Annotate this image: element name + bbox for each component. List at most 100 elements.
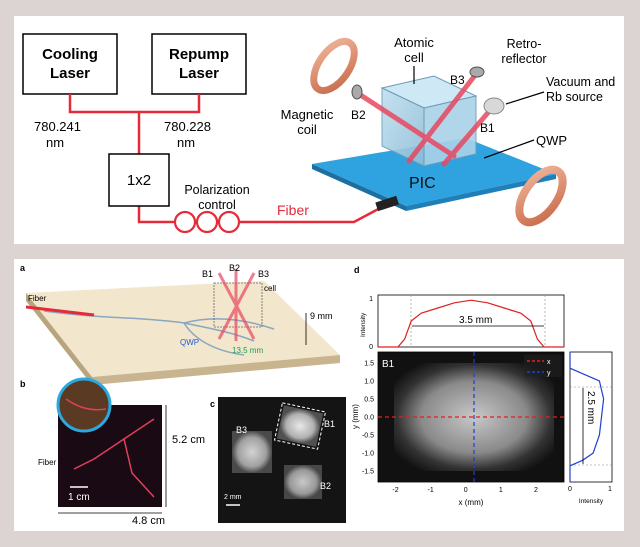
svg-text:1: 1 bbox=[608, 486, 612, 493]
panel-a-cell-label: cell bbox=[264, 284, 276, 293]
panel-c-spot-b2 bbox=[284, 465, 322, 499]
panel-a-fiber-label: Fiber bbox=[28, 294, 47, 303]
beam-b3-label: B3 bbox=[450, 73, 465, 87]
panel-c-b2-label: B2 bbox=[320, 481, 331, 491]
splitter-label: 1x2 bbox=[127, 172, 151, 189]
qwp-arrow bbox=[483, 139, 535, 159]
magnetic-coil-right bbox=[515, 165, 567, 227]
heatmap-y-tick-0: -1.5 bbox=[362, 469, 374, 476]
magnetic-coil-label-1: Magnetic bbox=[281, 107, 334, 122]
panel-a-length-label: 13.5 mm bbox=[232, 346, 263, 355]
atomic-cell-label-1: Atomic bbox=[394, 35, 434, 50]
vacuum-arrow bbox=[505, 91, 545, 105]
qwp-label-top: QWP bbox=[536, 133, 567, 148]
panel-a-b1: B1 bbox=[202, 269, 213, 279]
panel-c-spot-b1 bbox=[276, 405, 324, 447]
heatmap-y-tick-6: 1.5 bbox=[364, 360, 374, 367]
legend-y-label: y bbox=[547, 370, 551, 377]
svg-text:0: 0 bbox=[369, 344, 373, 351]
panel-b-waveguides bbox=[73, 418, 155, 498]
panel-b-letter: b bbox=[20, 379, 26, 389]
heatmap-y-tick-4: 0.5 bbox=[364, 396, 374, 403]
fiber-connector bbox=[375, 195, 400, 212]
cooling-laser-label-1: Cooling bbox=[42, 46, 98, 63]
vacuum-label-2: Rb source bbox=[546, 90, 603, 104]
profile-x-width-label: 3.5 mm bbox=[459, 315, 492, 326]
pic-substrate-edge-left bbox=[312, 164, 406, 211]
panel-a-qwp-label: QWP bbox=[180, 338, 199, 347]
pic-substrate-edge bbox=[406, 174, 556, 211]
cooling-laser-box bbox=[22, 33, 118, 95]
svg-text:0: 0 bbox=[568, 486, 572, 493]
mirror-b2 bbox=[351, 84, 363, 100]
panel-c-spot-b1-outline bbox=[273, 402, 327, 450]
heatmap-y-tick-2: -0.5 bbox=[362, 433, 374, 440]
fiber-lines bbox=[68, 94, 385, 224]
beam-b2-label: B2 bbox=[351, 108, 366, 122]
heatmap-xlabel: x (mm) bbox=[459, 498, 484, 507]
panel-a-chip bbox=[26, 281, 340, 377]
bottom-figure-panel: a Fiber B1 B2 B3 cell 9 mm QWP 13.5 mm b… bbox=[14, 259, 624, 531]
panel-a-beams bbox=[217, 269, 256, 341]
retro-reflector-label-2: reflector bbox=[501, 52, 546, 66]
heatmap-y-tick-1: -1.0 bbox=[362, 451, 374, 458]
panel-d-letter: d bbox=[354, 265, 360, 275]
panel-c-b1-label: B1 bbox=[324, 419, 335, 429]
repump-laser-label-2: Laser bbox=[179, 65, 219, 82]
bottom-figure: a Fiber B1 B2 B3 cell 9 mm QWP 13.5 mm b… bbox=[20, 263, 613, 527]
repump-laser-box bbox=[151, 33, 247, 95]
heatmap-y-tick-3: 0.0 bbox=[364, 415, 374, 422]
pic-label: PIC bbox=[409, 175, 436, 192]
polarization-control-label-2: control bbox=[198, 198, 236, 212]
profile-y-frame bbox=[569, 351, 613, 483]
heatmap-ylabel: y (mm) bbox=[351, 404, 360, 429]
panel-b-scale-label: 1 cm bbox=[68, 492, 90, 503]
svg-text:1: 1 bbox=[369, 296, 373, 303]
beam-b1-label: B1 bbox=[480, 121, 495, 135]
heatmap-x-tick-4: 2 bbox=[534, 487, 538, 494]
retro-reflector-label-1: Retro- bbox=[507, 37, 542, 51]
panel-a-cell bbox=[213, 282, 263, 328]
magnetic-coil-label-2: coil bbox=[297, 122, 317, 137]
panel-c-spot-b3 bbox=[232, 431, 272, 473]
panel-c-letter: c bbox=[210, 399, 215, 409]
panel-a-b3: B3 bbox=[258, 269, 269, 279]
profile-x-curve bbox=[378, 299, 564, 348]
top-schematic-panel: Cooling Laser Repump Laser 780.241 nm 78… bbox=[14, 16, 624, 244]
pic-substrate bbox=[312, 138, 556, 206]
panel-b-height-label: 5.2 cm bbox=[172, 434, 205, 446]
heatmap-legend bbox=[524, 355, 562, 377]
panel-a-b2: B2 bbox=[229, 263, 240, 273]
panel-b-zoom-trace bbox=[65, 398, 107, 411]
atomic-cell-label-2: cell bbox=[404, 50, 424, 65]
profile-x-ylabel: Intensity bbox=[360, 312, 367, 337]
panel-c-scale-label: 2 mm bbox=[224, 494, 242, 501]
heatmap-x-tick-1: -1 bbox=[428, 487, 434, 494]
splitter-box bbox=[108, 153, 170, 207]
legend-x-label: x bbox=[547, 359, 551, 366]
vacuum-label-1: Vacuum and bbox=[546, 75, 615, 89]
heatmap-b1-label: B1 bbox=[382, 359, 395, 370]
magnetic-coil-left bbox=[310, 38, 358, 94]
profile-y-ticks: 0 1 bbox=[568, 486, 612, 493]
repump-wavelength-2: nm bbox=[177, 135, 195, 150]
cooling-wavelength-2: nm bbox=[46, 135, 64, 150]
heatmap-y-tick-5: 1.0 bbox=[364, 378, 374, 385]
fiber-label-top: Fiber bbox=[277, 202, 309, 218]
polarization-control-label-1: Polarization bbox=[184, 183, 249, 197]
panel-c-b3-label: B3 bbox=[236, 425, 247, 435]
profile-y-curve bbox=[569, 352, 605, 482]
heatmap-x-tick-0: -2 bbox=[392, 487, 398, 494]
panel-a-chip-front bbox=[92, 355, 340, 385]
panel-b-fiber-label: Fiber bbox=[38, 458, 57, 467]
laser-beams bbox=[356, 71, 495, 167]
profile-y-xlabel: Intensity bbox=[579, 498, 604, 505]
vacuum-source bbox=[483, 97, 505, 115]
panel-b-width-label: 4.8 cm bbox=[132, 515, 165, 527]
profile-x-frame bbox=[377, 294, 565, 348]
mirror-b3 bbox=[469, 66, 485, 78]
profile-x-ticks: 0 1 bbox=[369, 296, 373, 351]
heatmap-x-tick-3: 1 bbox=[499, 487, 503, 494]
polarization-loops bbox=[173, 210, 241, 234]
